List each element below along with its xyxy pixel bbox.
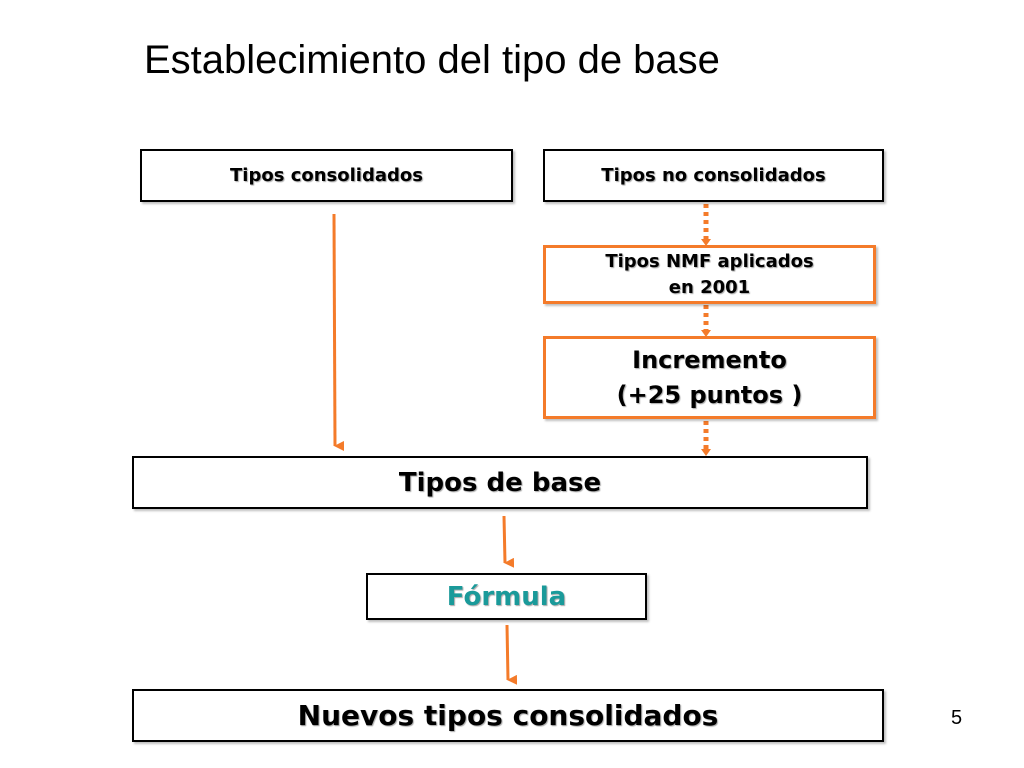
node-non-consolidated-label: Tipos no consolidados [601, 165, 826, 186]
node-non-consolidated: Tipos no consolidados [543, 149, 884, 202]
arrow-base-to-formula [502, 515, 515, 568]
page-number: 5 [951, 707, 963, 729]
arrow-consolidated-to-base [332, 213, 345, 451]
node-consolidated-label: Tipos consolidados [230, 165, 423, 186]
node-nmf: Tipos NMF aplicados en 2001 [543, 245, 876, 304]
node-increment-label-line1: Incremento [632, 345, 787, 374]
node-new-consolidated-label: Nuevos tipos consolidados [297, 699, 719, 732]
node-nmf-label-line1: Tipos NMF aplicados [605, 250, 814, 272]
node-base-label: Tipos de base [398, 467, 602, 498]
slide-title: Establecimiento del tipo de base [144, 38, 720, 82]
node-nmf-label-line2: en 2001 [668, 276, 751, 298]
node-formula-label: Fórmula [446, 581, 567, 612]
arrowhead-nmf-to-increment [701, 330, 711, 337]
node-increment-label-line2: (+25 puntos ) [616, 380, 803, 409]
node-consolidated: Tipos consolidados [140, 149, 513, 202]
node-formula: Fórmula [366, 573, 647, 620]
node-increment: Incremento (+25 puntos ) [543, 336, 876, 419]
arrowhead-increment-to-base [701, 449, 711, 456]
node-new-consolidated: Nuevos tipos consolidados [132, 689, 884, 742]
arrowhead-nonconsolidated-to-nmf [701, 239, 711, 246]
arrow-formula-to-new [505, 624, 518, 685]
node-base: Tipos de base [132, 456, 868, 509]
